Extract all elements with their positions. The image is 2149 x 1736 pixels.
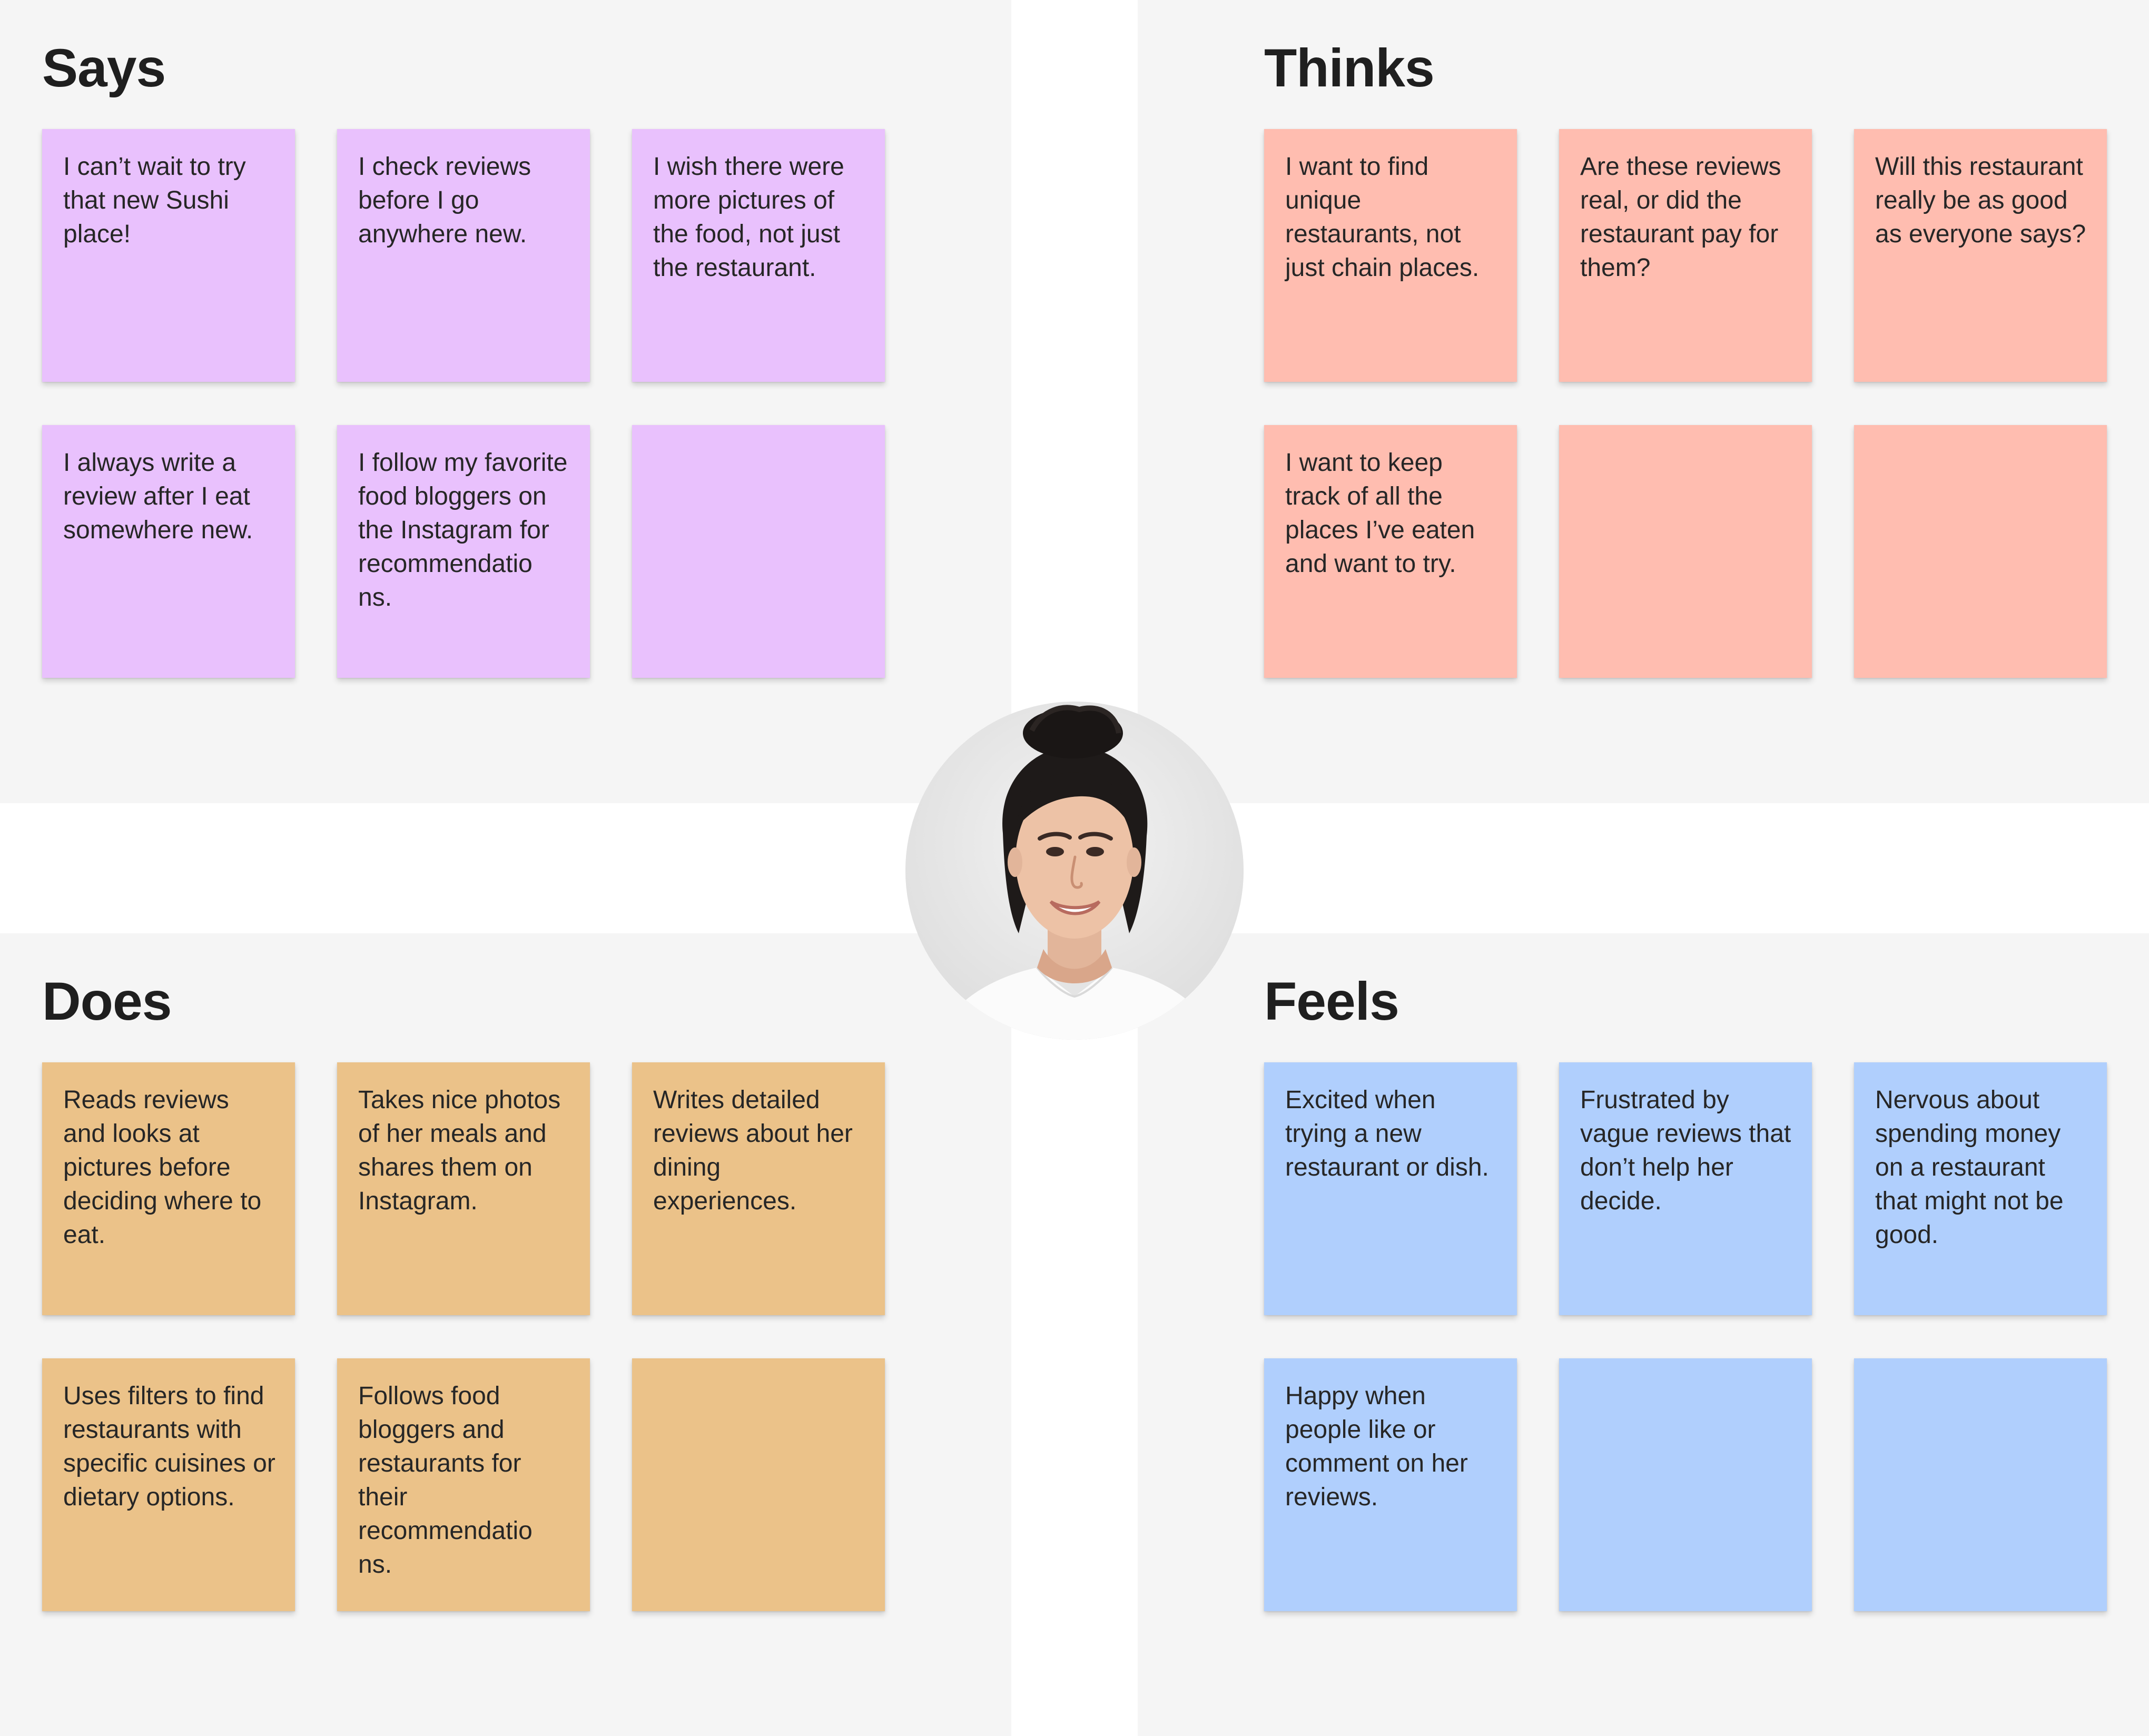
quadrant-title-thinks: Thinks xyxy=(1264,38,1435,98)
sticky-note-says-4[interactable]: I always write a review after I eat some… xyxy=(42,425,295,678)
quadrant-title-feels: Feels xyxy=(1264,971,1399,1031)
sticky-note-does-1[interactable]: Reads reviews and looks at pictures befo… xyxy=(42,1062,295,1315)
sticky-note-says-5[interactable]: I follow my favorite food bloggers on th… xyxy=(337,425,590,678)
quadrant-says: Says I can’t wait to try that new Sushi … xyxy=(0,0,1011,803)
sticky-note-thinks-3[interactable]: Will this restaurant really be as good a… xyxy=(1854,129,2107,382)
quadrant-title-does: Does xyxy=(42,971,172,1031)
sticky-note-feels-6[interactable] xyxy=(1854,1358,2107,1611)
sticky-note-does-6[interactable] xyxy=(632,1358,885,1611)
sticky-note-says-2[interactable]: I check reviews before I go anywhere new… xyxy=(337,129,590,382)
sticky-note-thinks-1[interactable]: I want to find unique restaurants, not j… xyxy=(1264,129,1517,382)
quadrant-does: Does Reads reviews and looks at pictures… xyxy=(0,933,1011,1736)
quadrant-thinks: Thinks I want to find unique restaurants… xyxy=(1138,0,2149,803)
persona-photo-icon xyxy=(905,702,1244,1040)
sticky-note-says-6[interactable] xyxy=(632,425,885,678)
sticky-note-feels-1[interactable]: Excited when trying a new restaurant or … xyxy=(1264,1062,1517,1315)
sticky-note-does-4[interactable]: Uses filters to find restaurants with sp… xyxy=(42,1358,295,1611)
sticky-note-thinks-6[interactable] xyxy=(1854,425,2107,678)
notes-grid-feels: Excited when trying a new restaurant or … xyxy=(1264,1062,2107,1611)
sticky-note-does-2[interactable]: Takes nice photos of her meals and share… xyxy=(337,1062,590,1315)
sticky-note-feels-4[interactable]: Happy when people like or comment on her… xyxy=(1264,1358,1517,1611)
sticky-note-feels-3[interactable]: Nervous about spending money on a restau… xyxy=(1854,1062,2107,1315)
quadrant-title-says: Says xyxy=(42,38,166,98)
persona-portrait-icon xyxy=(905,702,1244,1040)
sticky-note-says-1[interactable]: I can’t wait to try that new Sushi place… xyxy=(42,129,295,382)
sticky-note-does-5[interactable]: Follows food bloggers and restaurants fo… xyxy=(337,1358,590,1611)
sticky-note-says-3[interactable]: I wish there were more pictures of the f… xyxy=(632,129,885,382)
quadrant-feels: Feels Excited when trying a new restaura… xyxy=(1138,933,2149,1736)
notes-grid-says: I can’t wait to try that new Sushi place… xyxy=(42,129,885,678)
sticky-note-does-3[interactable]: Writes detailed reviews about her dining… xyxy=(632,1062,885,1315)
sticky-note-thinks-4[interactable]: I want to keep track of all the places I… xyxy=(1264,425,1517,678)
notes-grid-does: Reads reviews and looks at pictures befo… xyxy=(42,1062,885,1611)
sticky-note-feels-5[interactable] xyxy=(1559,1358,1812,1611)
sticky-note-thinks-5[interactable] xyxy=(1559,425,1812,678)
sticky-note-feels-2[interactable]: Frustrated by vague reviews that don’t h… xyxy=(1559,1062,1812,1315)
sticky-note-thinks-2[interactable]: Are these reviews real, or did the resta… xyxy=(1559,129,1812,382)
notes-grid-thinks: I want to find unique restaurants, not j… xyxy=(1264,129,2107,678)
